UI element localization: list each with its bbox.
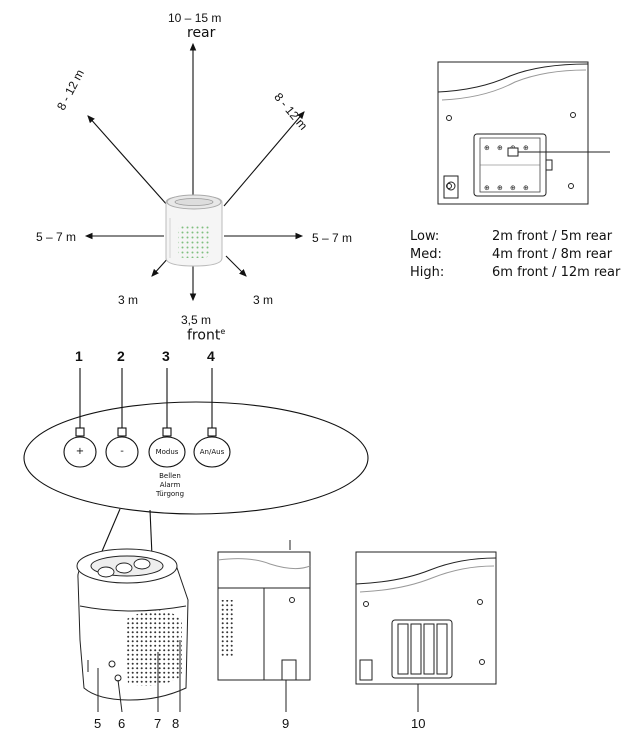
mode-option: Bellen xyxy=(159,472,181,480)
minus-button[interactable] xyxy=(105,436,139,468)
mode-options-list: Bellen Alarm Türgong xyxy=(140,472,200,499)
volume-level-table: Low: 2m front / 5m rear Med: 4m front / … xyxy=(410,228,620,282)
button-panel xyxy=(23,368,369,557)
rear-direction-label: rear xyxy=(187,25,216,41)
svg-text:⊕: ⊕ xyxy=(523,144,529,152)
range-arrows xyxy=(84,42,305,302)
minus-button-label: - xyxy=(120,446,124,457)
device-top-view xyxy=(165,194,223,267)
mode-option: Alarm xyxy=(159,481,181,489)
power-button-label: An/Aus xyxy=(199,448,225,456)
volume-level-range: 4m front / 8m rear xyxy=(492,247,613,262)
power-button[interactable] xyxy=(193,436,231,468)
battery-compartment-detail: ⊕⊕⊕⊕ ⊕⊕⊕⊕ xyxy=(437,61,610,205)
arrow-upper-right xyxy=(223,111,305,207)
arrow-lower-right xyxy=(225,255,247,277)
lower-left-distance-label: 3 m xyxy=(118,293,139,307)
right-distance-label: 5 – 7 m xyxy=(312,231,353,245)
callout-10: 10 xyxy=(411,716,426,731)
front-word: front xyxy=(187,327,221,344)
plus-button[interactable] xyxy=(63,436,97,468)
mode-option: Türgong xyxy=(155,490,185,498)
lower-right-distance-label: 3 m xyxy=(253,293,274,307)
callout-7: 7 xyxy=(154,716,162,731)
button-number-3: 3 xyxy=(162,348,170,364)
front-direction-label: fronte xyxy=(187,327,225,344)
device-side-view xyxy=(217,540,311,712)
device-rear-view xyxy=(355,551,497,712)
mode-button[interactable] xyxy=(148,436,186,468)
volume-level-name: Med: xyxy=(410,247,442,262)
volume-row-high: High: 6m front / 12m rear xyxy=(410,264,620,282)
volume-row-med: Med: 4m front / 8m rear xyxy=(410,246,620,264)
volume-level-name: Low: xyxy=(410,229,440,244)
front-superscript: e xyxy=(220,327,226,336)
svg-text:⊕: ⊕ xyxy=(510,184,516,192)
callout-9: 9 xyxy=(282,716,290,731)
volume-row-low: Low: 2m front / 5m rear xyxy=(410,228,620,246)
callout-8: 8 xyxy=(172,716,180,731)
arrow-upper-left xyxy=(87,115,169,207)
rear-distance-label: 10 – 15 m xyxy=(168,11,222,25)
button-number-2: 2 xyxy=(117,348,125,364)
svg-text:⊕: ⊕ xyxy=(484,144,490,152)
svg-text:⊕: ⊕ xyxy=(523,184,529,192)
callout-5: 5 xyxy=(94,716,102,731)
plus-button-label: + xyxy=(75,446,85,457)
svg-text:⊕: ⊕ xyxy=(497,144,503,152)
front-distance-label: 3,5 m xyxy=(181,313,212,327)
svg-text:⊕: ⊕ xyxy=(497,184,503,192)
device-perspective xyxy=(76,548,189,713)
button-number-4: 4 xyxy=(207,348,215,364)
svg-text:⊕: ⊕ xyxy=(484,184,490,192)
button-number-1: 1 xyxy=(75,348,83,364)
volume-level-name: High: xyxy=(410,265,445,280)
volume-level-range: 6m front / 12m rear xyxy=(492,265,621,280)
volume-level-range: 2m front / 5m rear xyxy=(492,229,613,244)
mode-button-label: Modus xyxy=(155,448,179,456)
callout-6: 6 xyxy=(118,716,126,731)
left-distance-label: 5 – 7 m xyxy=(36,230,77,244)
